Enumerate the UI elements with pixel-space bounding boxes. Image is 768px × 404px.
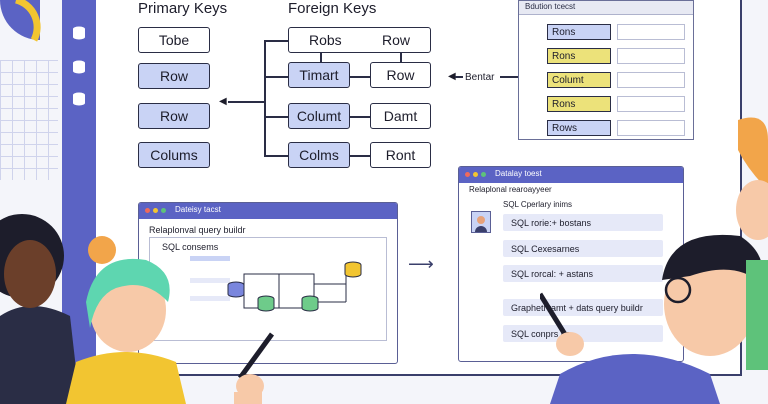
primary-keys-heading: Primary Keys [138,0,228,17]
maximize-dot[interactable] [161,208,166,213]
connector-line [350,155,370,157]
relation-row[interactable]: Rons [547,96,611,112]
minimize-dot[interactable] [153,208,158,213]
foreign-key-box[interactable]: Ront [370,142,431,168]
minimize-dot[interactable] [473,172,478,177]
close-dot[interactable] [465,172,470,177]
database-icon[interactable] [71,60,87,74]
foreign-keys-heading: Foreign Keys [288,0,377,17]
connector-line [400,53,402,62]
connector-line [264,40,288,42]
foreign-header-right: Row [381,32,410,48]
arrow-left-icon: ◀ [448,71,456,82]
database-icon[interactable] [71,92,87,106]
primary-key-box[interactable]: Row [138,103,210,129]
connector-line [264,116,288,118]
foreign-key-box[interactable]: Damt [370,103,431,129]
window-title: Dateisy tacst [175,205,221,214]
list-item[interactable]: SQL conprs ns [503,325,663,342]
empty-cell [617,120,685,136]
window-subtitle: Relaplonal rearoayyeer [469,185,552,194]
connector-line [228,101,264,103]
connector-line [264,76,288,78]
connector-line [350,116,370,118]
close-dot[interactable] [145,208,150,213]
placeholder-bar [190,296,230,301]
person-illustration [736,117,768,370]
window-subtitle: Relaplonval query buildr [149,225,246,235]
list-item[interactable]: SQL Cexesarnes [503,240,663,257]
panel-titlebar [519,1,693,15]
panel-title: Bdution tcecst [525,2,576,11]
connector-line [264,155,288,157]
arrow-right-icon: ⟶ [408,254,434,274]
connector-line [320,53,322,62]
empty-cell [617,72,685,88]
sidebar-rail [62,0,96,376]
connector-line [350,76,370,78]
foreign-key-box[interactable]: Colms [288,142,350,168]
database-icon [344,261,362,278]
database-icon[interactable] [71,26,87,40]
window-titlebar [139,203,397,219]
list-item[interactable]: SQL rorcal: + astans [503,265,663,282]
list-item[interactable]: SQL rorie:+ bostans [503,214,663,231]
foreign-header-left: Robs [309,32,342,48]
foreign-key-box[interactable]: Row [370,62,431,88]
foreign-key-header[interactable]: Robs Row [288,27,431,53]
person-illustration [540,234,764,404]
window-title: Datalay toest [495,169,542,178]
database-icon [227,281,245,298]
primary-key-box[interactable]: Tobe [138,27,210,53]
empty-cell [617,24,685,40]
connector-line [500,76,532,78]
empty-cell [617,96,685,112]
person-illustration [0,214,80,404]
bentar-label: Bentar [465,72,495,83]
primary-key-box[interactable]: Colums [138,142,210,168]
connector-line [455,76,463,78]
empty-cell [617,48,685,64]
placeholder-bar [190,256,230,261]
relation-panel: Bdution tcecst Rons Rons Columt Rons Row… [518,0,694,140]
relation-row[interactable]: Columt [547,72,611,88]
query-results-window: Datalay toest Relaplonal rearoayyeer SQL… [458,166,684,362]
database-icon [301,295,319,312]
corner-arc-decoration [0,0,50,50]
left-grid-decoration [0,60,58,180]
database-icon [257,295,275,312]
connector-line [264,40,266,156]
relation-row[interactable]: Rows [547,120,611,136]
foreign-key-box[interactable]: Timart [288,62,350,88]
hand-with-pen-illustration [234,332,275,404]
sql-field-label: SQL consems [162,242,219,252]
arrow-left-icon: ◀ [219,96,227,107]
maximize-dot[interactable] [481,172,486,177]
relation-row[interactable]: Rons [547,24,611,40]
placeholder-bar [190,278,230,283]
foreign-key-box[interactable]: Columt [288,103,350,129]
primary-key-box[interactable]: Row [138,63,210,89]
person-illustration [66,236,186,404]
avatar [471,211,491,233]
section-label: SQL Cperlary inims [503,200,573,209]
window-titlebar [459,167,683,183]
relation-row[interactable]: Rons [547,48,611,64]
